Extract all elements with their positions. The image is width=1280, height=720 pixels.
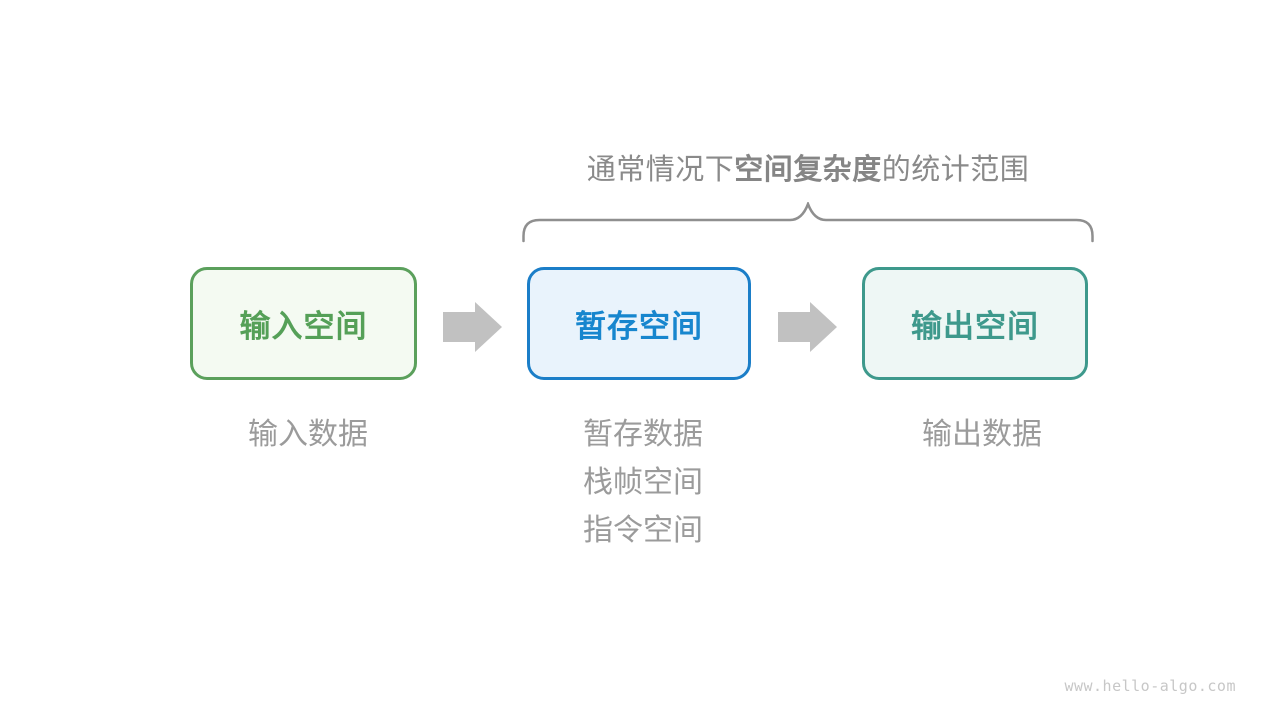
diagram-title: 通常情况下空间复杂度的统计范围 [308, 146, 1280, 188]
note-output-data: 输出数据 [922, 411, 1042, 459]
site-watermark: www.hello-algo.com [1064, 677, 1236, 695]
note-temp-data: 暂存数据 栈帧空间 指令空间 [583, 411, 703, 555]
note-line: 输入数据 [248, 418, 368, 451]
box-temp-space: 暂存空间 [527, 267, 751, 380]
note-input-data: 输入数据 [248, 411, 368, 459]
note-line: 输出数据 [922, 418, 1042, 451]
box-input-space: 输入空间 [190, 267, 417, 380]
box-output-space: 输出空间 [862, 267, 1088, 380]
right-arrow-icon [443, 302, 502, 352]
box-input-space-label: 输入空间 [239, 309, 368, 344]
scope-brace [522, 202, 1094, 243]
title-prefix: 通常情况下 [586, 154, 735, 186]
title-suffix: 的统计范围 [881, 154, 1030, 186]
note-line: 暂存数据 [583, 418, 703, 451]
note-line: 指令空间 [583, 514, 703, 547]
box-output-space-label: 输出空间 [911, 309, 1039, 344]
right-arrow-icon [778, 302, 837, 352]
box-temp-space-label: 暂存空间 [575, 309, 703, 344]
title-emphasis: 空间复杂度 [734, 154, 882, 186]
note-line: 栈帧空间 [583, 466, 703, 499]
